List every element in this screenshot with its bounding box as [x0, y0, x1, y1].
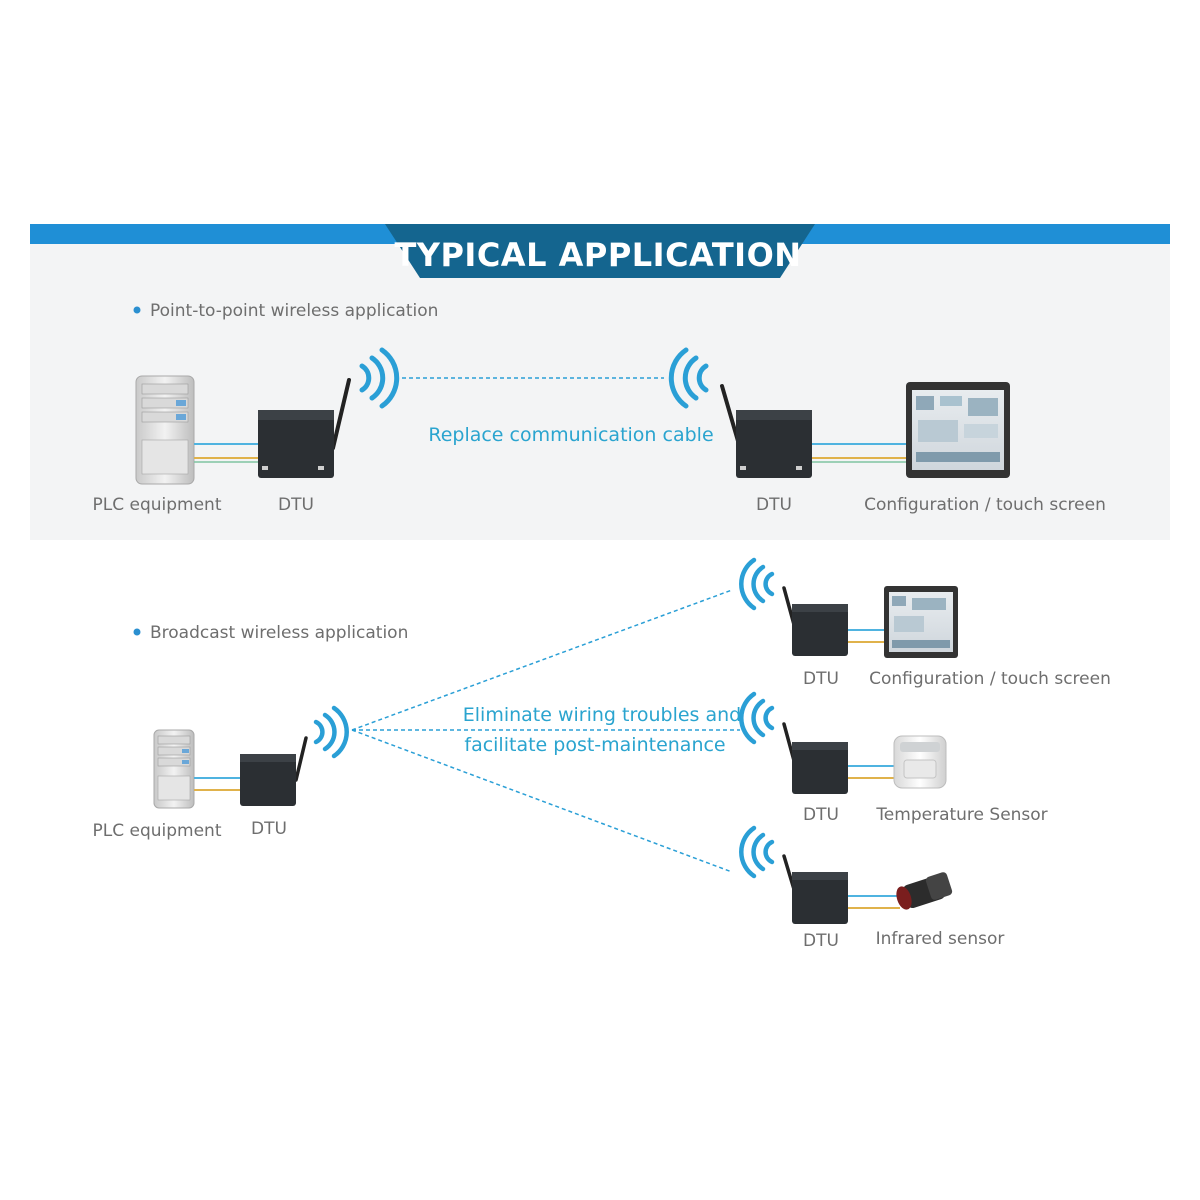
dtu-device-icon [240, 736, 308, 806]
configuration-screen-label: Configuration / touch screen [864, 495, 1106, 515]
temperature-sensor-label: Temperature Sensor [875, 805, 1047, 825]
broadcast-heading: Broadcast wireless application [150, 623, 408, 643]
dtu-device-icon [258, 378, 351, 478]
dtu-device-icon [782, 854, 848, 924]
dtu-label: DTU [251, 819, 287, 839]
dtu-label: DTU [803, 931, 839, 951]
plc-server-icon [153, 729, 195, 809]
dtu-label: DTU [756, 495, 792, 515]
wifi-signal-icon [359, 347, 400, 409]
broadcast-caption-line1: Eliminate wiring troubles and [463, 704, 742, 726]
plc-equipment-label: PLC equipment [93, 821, 222, 841]
wifi-signal-icon [739, 557, 775, 611]
dtu-device-icon [782, 722, 848, 794]
bullet-icon [133, 628, 141, 636]
touch-screen-icon [884, 586, 958, 658]
infrared-sensor-label: Infrared sensor [876, 929, 1005, 949]
wifi-signal-icon [739, 691, 775, 745]
dtu-label: DTU [803, 805, 839, 825]
wifi-signal-icon [668, 347, 709, 409]
link-caption: Replace communication cable [428, 424, 713, 446]
dtu-label: DTU [803, 669, 839, 689]
infrared-sensor-icon [896, 872, 953, 910]
dtu-device-icon [720, 384, 812, 478]
bullet-icon [133, 306, 141, 314]
configuration-screen-label: Configuration / touch screen [869, 669, 1111, 689]
wifi-signal-icon [313, 705, 349, 759]
dtu-device-icon [782, 586, 848, 656]
plc-equipment-label: PLC equipment [93, 495, 222, 515]
page-title: TYPICAL APPLICATION [394, 236, 801, 274]
dtu-label: DTU [278, 495, 314, 515]
plc-server-icon [135, 375, 195, 485]
wifi-signal-icon [739, 825, 775, 879]
touch-screen-icon [906, 382, 1010, 478]
header-banner: TYPICAL APPLICATION [30, 224, 1170, 278]
temperature-sensor-icon [893, 735, 947, 789]
broadcast-caption-line2: facilitate post-maintenance [464, 734, 725, 756]
point-to-point-heading: Point-to-point wireless application [150, 301, 438, 321]
broadcast-link-lines [351, 589, 740, 873]
